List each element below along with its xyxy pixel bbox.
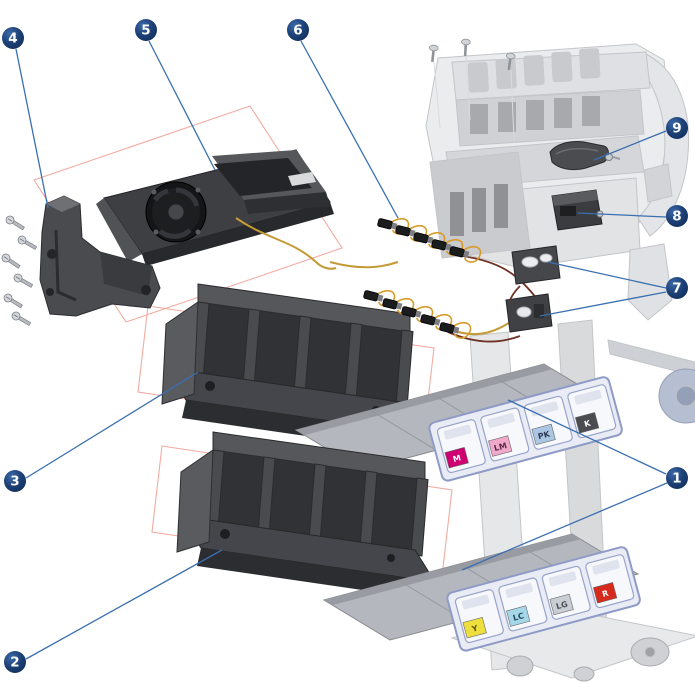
callout-8: 8 [666, 205, 688, 227]
ink-color-chip [593, 582, 618, 604]
screw-icon [459, 37, 472, 58]
callout-9: 9 [666, 117, 688, 139]
ink-slot-label: Y [470, 624, 479, 635]
ink-color-chip [488, 435, 513, 457]
callout-number: 9 [672, 121, 681, 137]
fan-assembly [96, 149, 337, 270]
screw-icon [10, 310, 33, 328]
callout-number: 6 [293, 23, 302, 39]
callout-4: 4 [2, 27, 24, 49]
callout-number: 8 [672, 209, 681, 225]
caster-wheel [573, 666, 595, 682]
caster-wheel [506, 655, 534, 677]
tube-connector-icon [437, 316, 473, 341]
ink-cartridge-front-upper: M LM PK K [428, 376, 623, 482]
ink-color-chip [462, 617, 487, 639]
screw-icon [2, 292, 25, 311]
chassis-right-arm [635, 53, 689, 237]
callout-6: 6 [287, 19, 309, 41]
module-part-7-upper [511, 245, 561, 285]
callout-1: 1 [666, 467, 688, 489]
bracket-screws [0, 214, 39, 328]
callout-number: 1 [672, 471, 681, 487]
callout-number: 4 [8, 31, 17, 47]
screw-icon [16, 234, 39, 252]
screw-icon [12, 272, 35, 290]
screw-icon [4, 214, 27, 233]
screw-icon [0, 251, 22, 271]
label-sticker [288, 172, 316, 186]
top-mounting-screws [426, 37, 517, 141]
ink-color-chip [506, 605, 531, 627]
side-bracket [0, 195, 161, 328]
callouts: 4 5 6 9 8 7 3 1 [2, 19, 688, 673]
callout-number: 2 [10, 655, 19, 671]
ink-color-chip [531, 423, 556, 446]
callout-7: 7 [666, 277, 688, 299]
callout-3: 3 [4, 470, 26, 492]
ink-slot-label: LM [493, 441, 508, 453]
callout-number: 5 [141, 23, 150, 39]
callout-number: 7 [672, 281, 681, 297]
fan-cable [235, 217, 337, 270]
ink-slot-label: PK [537, 429, 552, 441]
ink-cartridge-front-lower: Y LC LG R [446, 546, 641, 652]
ink-slot-label: R [601, 589, 609, 599]
chassis-inner-slots [470, 96, 600, 134]
screw-icon [426, 43, 440, 64]
ink-slot-label: K [583, 418, 592, 429]
right-side-modules [505, 141, 621, 333]
media-spindle [607, 339, 695, 377]
module-part-8 [551, 189, 604, 231]
ink-slot-label: LG [555, 600, 569, 612]
ink-color-chip [575, 412, 600, 434]
ink-color-chip [549, 593, 574, 616]
ink-color-chip [444, 447, 469, 469]
ink-slot-label: M [452, 453, 462, 464]
callout-2: 2 [4, 651, 26, 673]
module-part-7-lower [505, 293, 553, 333]
callout-5: 5 [135, 19, 157, 41]
callout-number: 3 [10, 474, 19, 490]
ink-slot-label: LC [512, 611, 525, 623]
leader-lines [15, 40, 668, 660]
